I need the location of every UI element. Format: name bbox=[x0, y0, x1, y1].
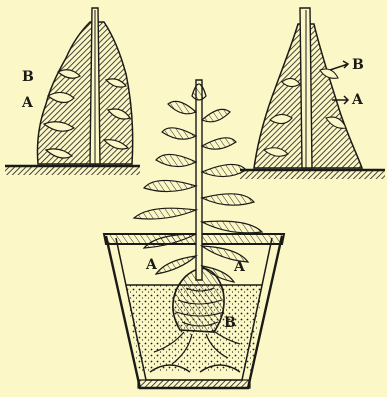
right-cutting bbox=[240, 8, 385, 179]
label-right-b: B bbox=[352, 58, 364, 72]
label-left-b: B bbox=[22, 70, 34, 84]
label-pot-a-right: A bbox=[234, 260, 245, 274]
label-pot-b: B bbox=[224, 316, 236, 330]
left-cutting bbox=[5, 8, 140, 175]
label-pot-a-left: A bbox=[146, 258, 157, 272]
label-left-a: A bbox=[22, 96, 33, 110]
label-right-a: A bbox=[352, 93, 363, 107]
potted-plant bbox=[134, 80, 262, 282]
